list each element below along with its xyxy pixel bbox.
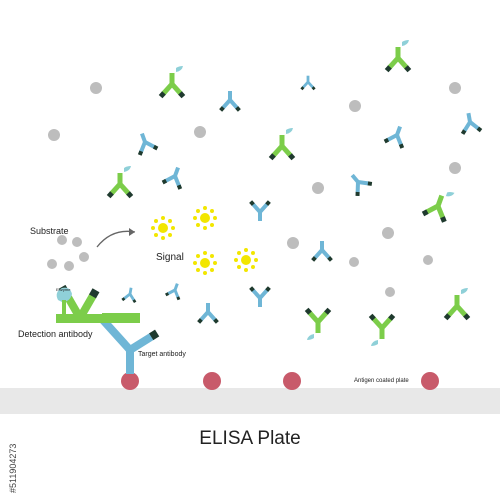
plate-base [0, 388, 500, 414]
enzyme-label: Enzyme [56, 287, 71, 292]
signal-bursts [151, 206, 258, 275]
detection-antibody-label: Detection antibody [18, 329, 93, 339]
antigen-2 [203, 372, 221, 390]
stock-id: #511904273 [0, 375, 18, 495]
substrate-dots [47, 82, 461, 297]
antigen-3 [283, 372, 301, 390]
antigen-coated-plate-label: Antigen coated plate [354, 378, 409, 384]
target-antibody [100, 317, 160, 374]
free-antibodies-green [106, 40, 471, 346]
stock-id-text: #511904273 [8, 443, 18, 493]
free-antibodies-blue [121, 75, 483, 324]
reaction-arrowhead [129, 228, 135, 236]
substrate-label: Substrate [30, 226, 69, 236]
antigen-4 [421, 372, 439, 390]
enzyme-icon [56, 287, 72, 314]
signal-burst [193, 251, 217, 275]
signal-label: Signal [156, 252, 184, 263]
signal-burst [193, 206, 217, 230]
diagram-title: ELISA Plate [199, 428, 301, 449]
signal-burst [234, 248, 258, 272]
antigen-1 [121, 372, 139, 390]
antigen-row [121, 372, 439, 390]
signal-burst [151, 216, 175, 240]
target-antibody-label: Target antibody [138, 351, 186, 358]
